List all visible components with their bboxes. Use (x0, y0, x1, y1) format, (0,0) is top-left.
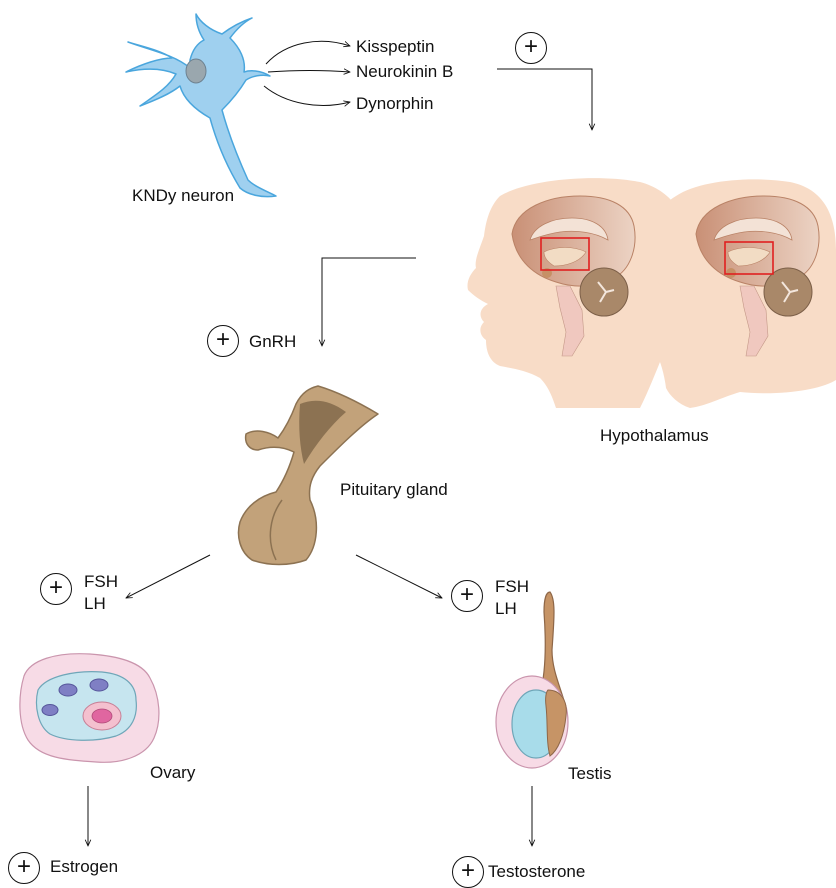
kndy-neuron-label: KNDy neuron (132, 186, 234, 206)
neuron-product-arrows (264, 41, 350, 105)
estrogen-plus-icon: + (8, 852, 40, 884)
dynorphin-label: Dynorphin (356, 94, 434, 114)
gnrh-label: GnRH (249, 332, 296, 352)
testosterone-plus-icon: + (452, 856, 484, 888)
stimulation-plus-icon: + (515, 32, 547, 64)
connector-to-pituitary (322, 258, 416, 346)
kisspeptin-label: Kisspeptin (356, 37, 434, 57)
estrogen-label: Estrogen (50, 857, 118, 877)
hypothalamus-heads-illustration (467, 178, 836, 408)
right-hormones-plus-icon: + (451, 580, 483, 612)
right-lh-label: LH (495, 599, 517, 619)
hypothalamus-label: Hypothalamus (600, 426, 709, 446)
left-lh-label: LH (84, 594, 106, 614)
testis-label: Testis (568, 764, 611, 784)
ovary-label: Ovary (150, 763, 195, 783)
right-fsh-label: FSH (495, 577, 529, 597)
neurokinin-b-label: Neurokinin B (356, 62, 453, 82)
pituitary-gland-label: Pituitary gland (340, 480, 448, 500)
testosterone-label: Testosterone (488, 862, 585, 882)
connector-to-hypothalamus (497, 69, 592, 130)
kndy-neuron-icon (126, 14, 276, 197)
left-fsh-label: FSH (84, 572, 118, 592)
pituitary-gland-icon (239, 386, 379, 565)
arrow-to-ovary (126, 555, 210, 598)
arrow-to-testis (356, 555, 442, 598)
left-hormones-plus-icon: + (40, 573, 72, 605)
ovary-icon (20, 654, 159, 763)
gnrh-plus-icon: + (207, 325, 239, 357)
